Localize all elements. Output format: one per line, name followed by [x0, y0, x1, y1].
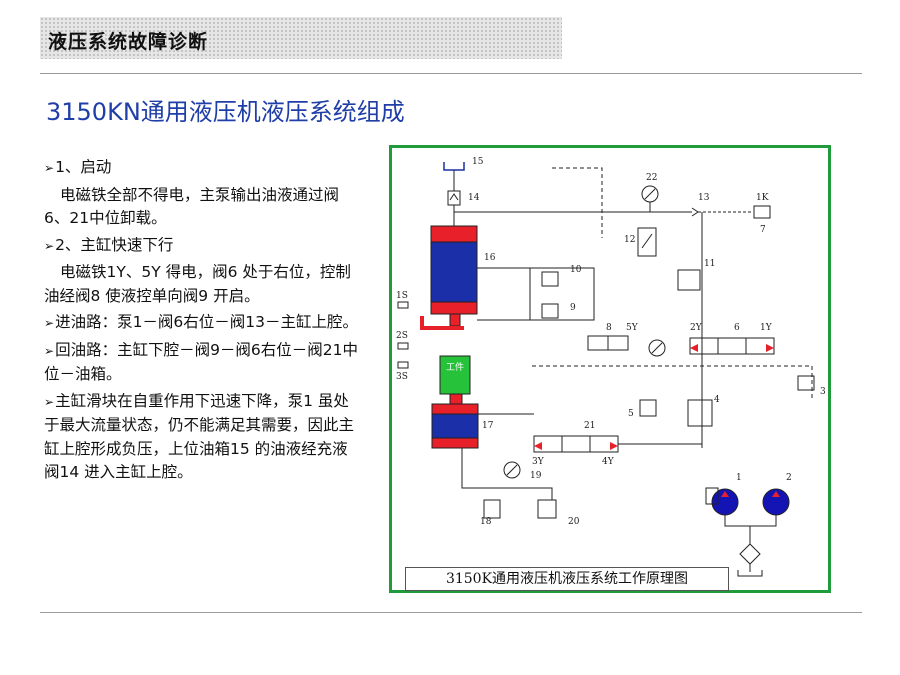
main-cylinder-body [430, 241, 478, 303]
label-20: 20 [568, 517, 580, 527]
diagram-svg: 15 14 16 1S 2S 3S 工件 17 [396, 157, 826, 577]
bullet-oil-in: 进油路：泵1－阀6右位－阀13－主缸上腔。 [44, 311, 362, 336]
bullet-start: 1、启动 [44, 156, 362, 181]
label-3Y: 3Y [532, 457, 545, 467]
header-title: 液压系统故障诊断 [48, 31, 209, 53]
label-2: 2 [786, 473, 792, 483]
label-1: 1 [736, 473, 742, 483]
diagram-caption: 3150K通用液压机液压系统工作原理图 [405, 567, 729, 591]
para-fast-down: 电磁铁1Y、5Y 得电，阀6 处于右位，控制油经阀8 使液控单向阀9 开启。 [44, 263, 351, 305]
label-8: 8 [606, 323, 612, 333]
main-cylinder-cap [430, 225, 478, 243]
label-17: 17 [482, 421, 494, 431]
label-1S: 1S [396, 291, 408, 301]
label-13: 13 [698, 193, 710, 203]
para-start: 电磁铁全部不得电，主泵输出油液通过阀6、21中位卸载。 [44, 185, 340, 228]
slide-title: 3150KN通用液压机液压系统组成 [46, 98, 405, 126]
top-divider [40, 73, 862, 74]
label-6: 6 [734, 323, 740, 333]
label-10: 10 [570, 265, 582, 275]
label-2S: 2S [396, 331, 408, 341]
label-14: 14 [468, 193, 480, 203]
label-21: 21 [584, 421, 595, 431]
label-15: 15 [472, 157, 484, 167]
header-band [40, 17, 562, 59]
label-3S: 3S [396, 372, 408, 382]
workpiece-label: 工件 [446, 361, 464, 373]
hydraulic-diagram: 15 14 16 1S 2S 3S 工件 17 [389, 145, 831, 593]
label-3: 3 [820, 387, 826, 397]
label-18: 18 [480, 517, 492, 527]
label-4Y: 4Y [602, 457, 615, 467]
label-22: 22 [646, 173, 657, 183]
bullet-oil-return: 回油路：主缸下腔－阀9－阀6右位－阀21中位－油箱。 [44, 339, 362, 387]
label-1K: 1K [756, 193, 769, 203]
label-19: 19 [530, 471, 542, 481]
bottom-divider [40, 612, 862, 613]
label-4: 4 [714, 395, 720, 405]
label-5: 5 [628, 409, 634, 419]
workpiece-block [439, 355, 471, 395]
label-2Y: 2Y [690, 323, 703, 333]
label-7: 7 [760, 225, 766, 235]
label-16: 16 [484, 253, 496, 263]
bullet-fast-down: 2、主缸快速下行 [44, 234, 362, 259]
label-11: 11 [704, 259, 715, 269]
bullet-slider: 主缸滑块在自重作用下迅速下降，泵1 虽处于最大流量状态，仍不能满足其需要，因此主… [44, 390, 362, 485]
label-9: 9 [570, 303, 576, 313]
label-5Y: 5Y [626, 323, 639, 333]
label-1Y: 1Y [760, 323, 773, 333]
label-12: 12 [624, 235, 635, 245]
body-text: 1、启动 电磁铁全部不得电，主泵输出油液通过阀6、21中位卸载。 2、主缸快速下… [44, 156, 362, 488]
